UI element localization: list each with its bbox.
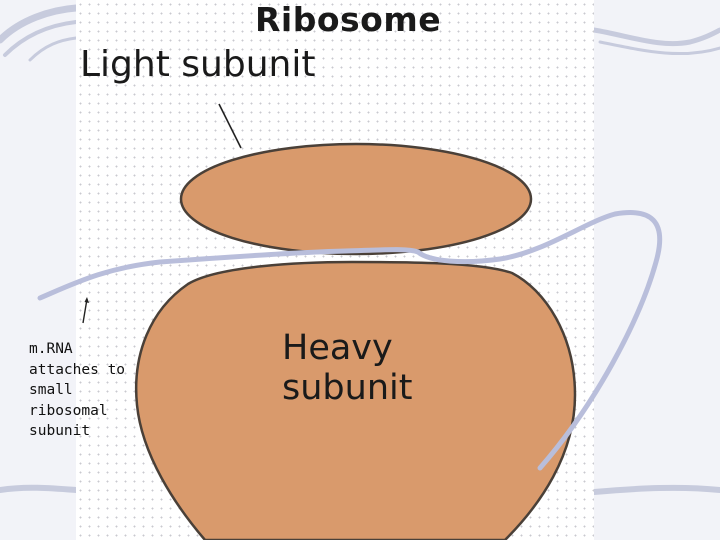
heavy-subunit-label: Heavy subunit: [282, 328, 413, 408]
diagram-title: Ribosome: [255, 0, 442, 39]
arrowhead-icon: [84, 297, 89, 303]
light-subunit-label: Light subunit: [80, 44, 316, 85]
light-subunit-pointer: [218, 103, 242, 149]
heavy-subunit-shape: [135, 260, 577, 540]
mrna-annotation-arrow: [82, 298, 88, 324]
mrna-annotation-text: m.RNA attaches to small ribosomal subuni…: [29, 341, 126, 439]
light-subunit-shape: [179, 142, 533, 256]
mrna-strand: [37, 210, 663, 471]
